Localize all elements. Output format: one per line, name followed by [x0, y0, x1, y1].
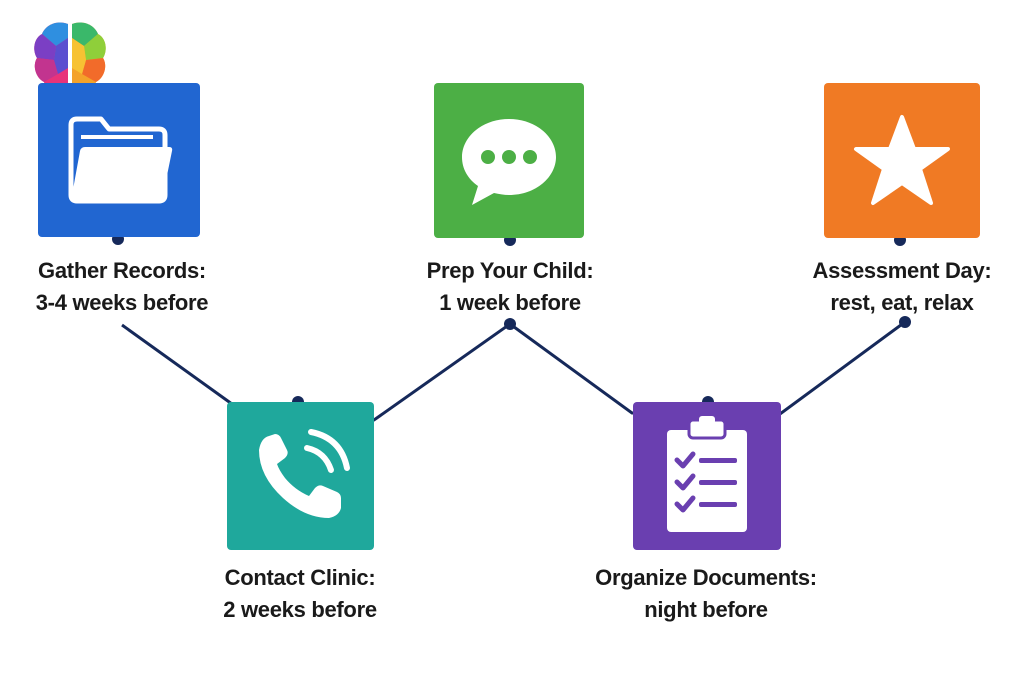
- step-assessment-day-label: Assessment Day: rest, eat, relax: [752, 255, 1024, 319]
- connector-dot: [899, 316, 911, 328]
- step-organize-documents-label: Organize Documents: night before: [556, 562, 856, 626]
- speech-bubble-icon: [462, 118, 556, 205]
- step-gather-records-tile: [38, 83, 200, 237]
- brain-logo-icon: [34, 22, 106, 96]
- step-title: Organize Documents:: [595, 565, 817, 590]
- step-title: Assessment Day:: [812, 258, 992, 283]
- step-contact-clinic-label: Contact Clinic: 2 weeks before: [150, 562, 450, 626]
- phone-icon: [258, 429, 350, 518]
- step-gather-records-label: Gather Records: 3-4 weeks before: [0, 255, 272, 319]
- step-title: Gather Records:: [38, 258, 206, 283]
- clipboard-checklist-icon: [667, 416, 747, 532]
- star-icon: [854, 114, 950, 205]
- step-assessment-day-tile: [824, 83, 980, 238]
- step-contact-clinic-tile: [227, 402, 374, 550]
- folder-icon: [68, 116, 173, 204]
- step-timing: 1 week before: [439, 290, 581, 315]
- step-timing: 3-4 weeks before: [35, 290, 209, 315]
- step-title: Prep Your Child:: [426, 258, 594, 283]
- step-organize-documents-tile: [633, 402, 781, 550]
- step-timing: rest, eat, relax: [830, 290, 974, 315]
- step-prep-your-child-label: Prep Your Child: 1 week before: [360, 255, 660, 319]
- step-prep-your-child-tile: [434, 83, 584, 238]
- connector-dot: [504, 318, 516, 330]
- step-timing: night before: [644, 597, 768, 622]
- step-timing: 2 weeks before: [223, 597, 377, 622]
- step-title: Contact Clinic:: [224, 565, 376, 590]
